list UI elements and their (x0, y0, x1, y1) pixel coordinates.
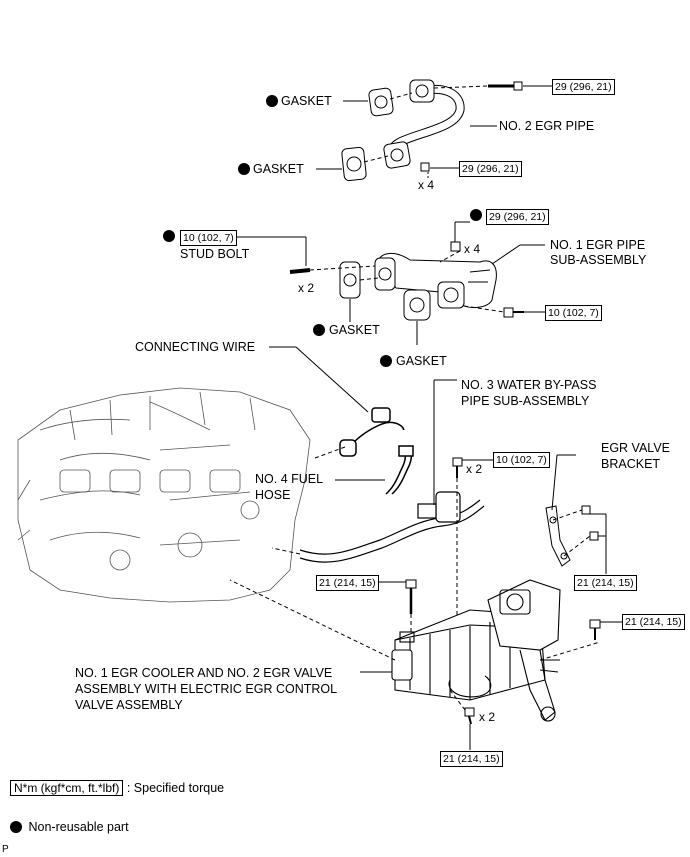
nonreusable-marker (313, 324, 325, 336)
no3-water-pipe-label-line2: PIPE SUB-ASSEMBLY (461, 394, 590, 408)
stud-bolt-drawing (289, 268, 311, 274)
egr-bracket-label-line1: EGR VALVE (601, 441, 671, 455)
nonreusable-marker (10, 821, 22, 833)
quantity-label: x 4 (464, 242, 481, 256)
torque-spec-box: 21 (214, 15) (316, 575, 379, 591)
egr-bracket-drawing (545, 505, 571, 567)
bolt-bracket-b-drawing (589, 531, 599, 541)
no2-egr-pipe-drawing (383, 79, 465, 169)
bolt-cooler-bottom-drawing (464, 707, 475, 725)
no1-egr-pipe-drawing (374, 253, 497, 309)
egr-cooler-label-line3: VALVE ASSEMBLY (75, 698, 183, 712)
nonreusable-marker (380, 355, 392, 367)
bolt-mid-drawing (503, 307, 524, 318)
bolt-cooler-top-drawing (405, 579, 417, 614)
legend-torque-text: : Specified torque (126, 781, 225, 795)
fuel-hose-drawing (385, 445, 414, 495)
bolt-cooler-right-drawing (589, 619, 601, 640)
fuel-hose-label-line1: NO. 4 FUEL (255, 472, 324, 486)
connecting-wire-drawing (339, 407, 405, 457)
bolt-top-drawing (488, 81, 523, 91)
torque-spec-box: 21 (214, 15) (440, 751, 503, 767)
torque-spec-box: 21 (214, 15) (574, 575, 637, 591)
gasket-top-drawing (368, 87, 394, 117)
egr-cooler-drawing (391, 579, 561, 722)
nut-drawing (420, 162, 430, 172)
bolt-bracket-a-drawing (581, 505, 591, 515)
quantity-label: x 4 (418, 178, 435, 192)
gasket-label: GASKET (329, 323, 380, 337)
engine-outline-drawing (17, 387, 311, 603)
connecting-wire-label: CONNECTING WIRE (135, 340, 256, 354)
legend-nonreusable: Non-reusable part (10, 820, 129, 835)
torque-spec-box: 10 (102, 7) (545, 305, 602, 321)
nut-upper-drawing (450, 241, 461, 252)
egr-bracket-label-line2: BRACKET (601, 457, 661, 471)
quantity-label: x 2 (479, 710, 496, 724)
quantity-label: x 2 (298, 281, 315, 295)
torque-spec-box: 10 (102, 7) (493, 452, 550, 468)
gasket-lower2-drawing (403, 289, 431, 321)
legend-torque: N*m (kgf*cm, ft.*lbf) : Specified torque (10, 780, 225, 796)
gasket-label: GASKET (396, 354, 447, 368)
legend-nonreusable-text: Non-reusable part (28, 820, 129, 834)
torque-spec-box: 29 (296, 21) (552, 79, 615, 95)
gasket-label: GASKET (253, 162, 304, 176)
no3-water-pipe-label-line1: NO. 3 WATER BY-PASS (461, 378, 597, 392)
nonreusable-marker (163, 230, 175, 242)
gasket-label: GASKET (281, 94, 332, 108)
nonreusable-marker (266, 95, 278, 107)
nonreusable-marker (470, 209, 482, 221)
egr-cooler-label-line1: NO. 1 EGR COOLER AND NO. 2 EGR VALVE (75, 666, 333, 680)
no2-egr-pipe-label: NO. 2 EGR PIPE (499, 119, 595, 133)
quantity-label: x 2 (466, 462, 483, 476)
water-bypass-pipe-drawing (299, 491, 485, 563)
gasket-lower1-drawing (339, 261, 361, 299)
torque-spec-box: 29 (296, 21) (459, 161, 522, 177)
no1-egr-pipe-label-line2: SUB-ASSEMBLY (550, 253, 647, 267)
torque-spec-box: 29 (296, 21) (486, 209, 549, 225)
legend-torque-unit: N*m (kgf*cm, ft.*lbf) (10, 780, 124, 796)
egr-cooler-label-line2: ASSEMBLY WITH ELECTRIC EGR CONTROL (75, 682, 338, 696)
stud-bolt-label: STUD BOLT (180, 247, 250, 261)
torque-spec-box: 10 (102, 7) (180, 230, 237, 246)
gasket-mid-drawing (341, 146, 367, 182)
no1-egr-pipe-label-line1: NO. 1 EGR PIPE (550, 238, 646, 252)
bolt-water-drawing (452, 457, 463, 478)
nonreusable-marker (238, 163, 250, 175)
torque-spec-box: 21 (214, 15) (622, 614, 685, 630)
fuel-hose-label-line2: HOSE (255, 488, 291, 502)
corner-mark: P (2, 844, 9, 855)
